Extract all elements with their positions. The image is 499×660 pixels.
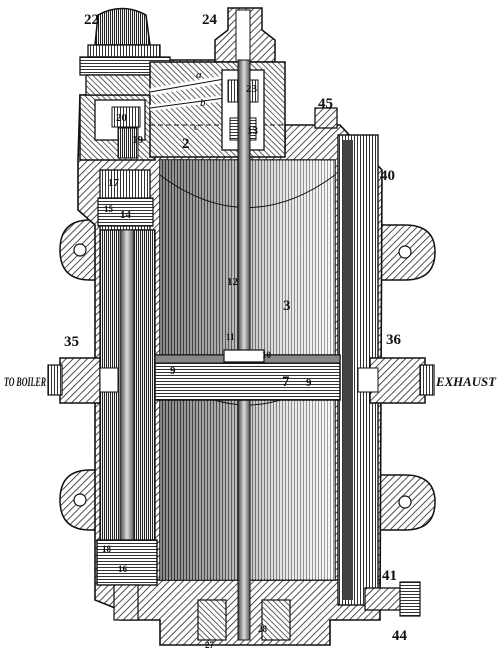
label-11: 11 — [226, 332, 235, 342]
label-10: 10 — [262, 350, 272, 360]
label-24: 24 — [202, 12, 218, 28]
label-23: 23 — [246, 83, 258, 95]
label-13: 13 — [247, 125, 259, 137]
valve-rod-passage — [99, 229, 156, 571]
label-19: 19 — [132, 134, 144, 146]
label-28: 28 — [258, 624, 268, 634]
passage-a: a — [196, 69, 202, 81]
label-7: 7 — [282, 374, 290, 390]
exhaust-fitting — [357, 357, 435, 404]
label-12: 12 — [227, 276, 239, 288]
to-boiler-label: TO BOILER — [4, 374, 46, 389]
valve-chest — [79, 94, 156, 231]
passage-c: c — [194, 121, 199, 133]
passage-b: b — [200, 97, 206, 109]
label-22: 22 — [84, 12, 99, 28]
label-9-left: 9 — [170, 365, 176, 377]
label-41: 41 — [382, 568, 397, 584]
top-right-nut — [214, 7, 276, 66]
top-fitting-45 — [314, 107, 338, 129]
label-40: 40 — [380, 168, 395, 184]
drain-cock — [364, 581, 421, 617]
label-44: 44 — [392, 628, 408, 644]
part-labels: 22 24 45 40 35 36 41 44 23 20 19 13 2 17… — [4, 12, 497, 650]
label-2: 2 — [182, 136, 190, 152]
label-9-right: 9 — [306, 377, 312, 389]
label-27: 27 — [205, 640, 215, 650]
label-15: 15 — [104, 204, 114, 214]
label-36: 36 — [386, 332, 402, 348]
label-14: 14 — [120, 209, 132, 221]
label-45: 45 — [318, 96, 333, 112]
label-20: 20 — [116, 112, 128, 124]
label-35: 35 — [64, 334, 79, 350]
inlet-fitting — [47, 357, 119, 404]
bottom-glands — [197, 599, 291, 641]
label-17: 17 — [108, 177, 120, 189]
piston — [154, 349, 341, 401]
label-18: 18 — [102, 544, 112, 554]
label-3: 3 — [283, 298, 291, 314]
lower-valve-block — [96, 539, 158, 621]
label-16: 16 — [118, 564, 128, 574]
top-left-cap — [79, 7, 171, 96]
exhaust-label: EXHAUST — [435, 374, 497, 389]
